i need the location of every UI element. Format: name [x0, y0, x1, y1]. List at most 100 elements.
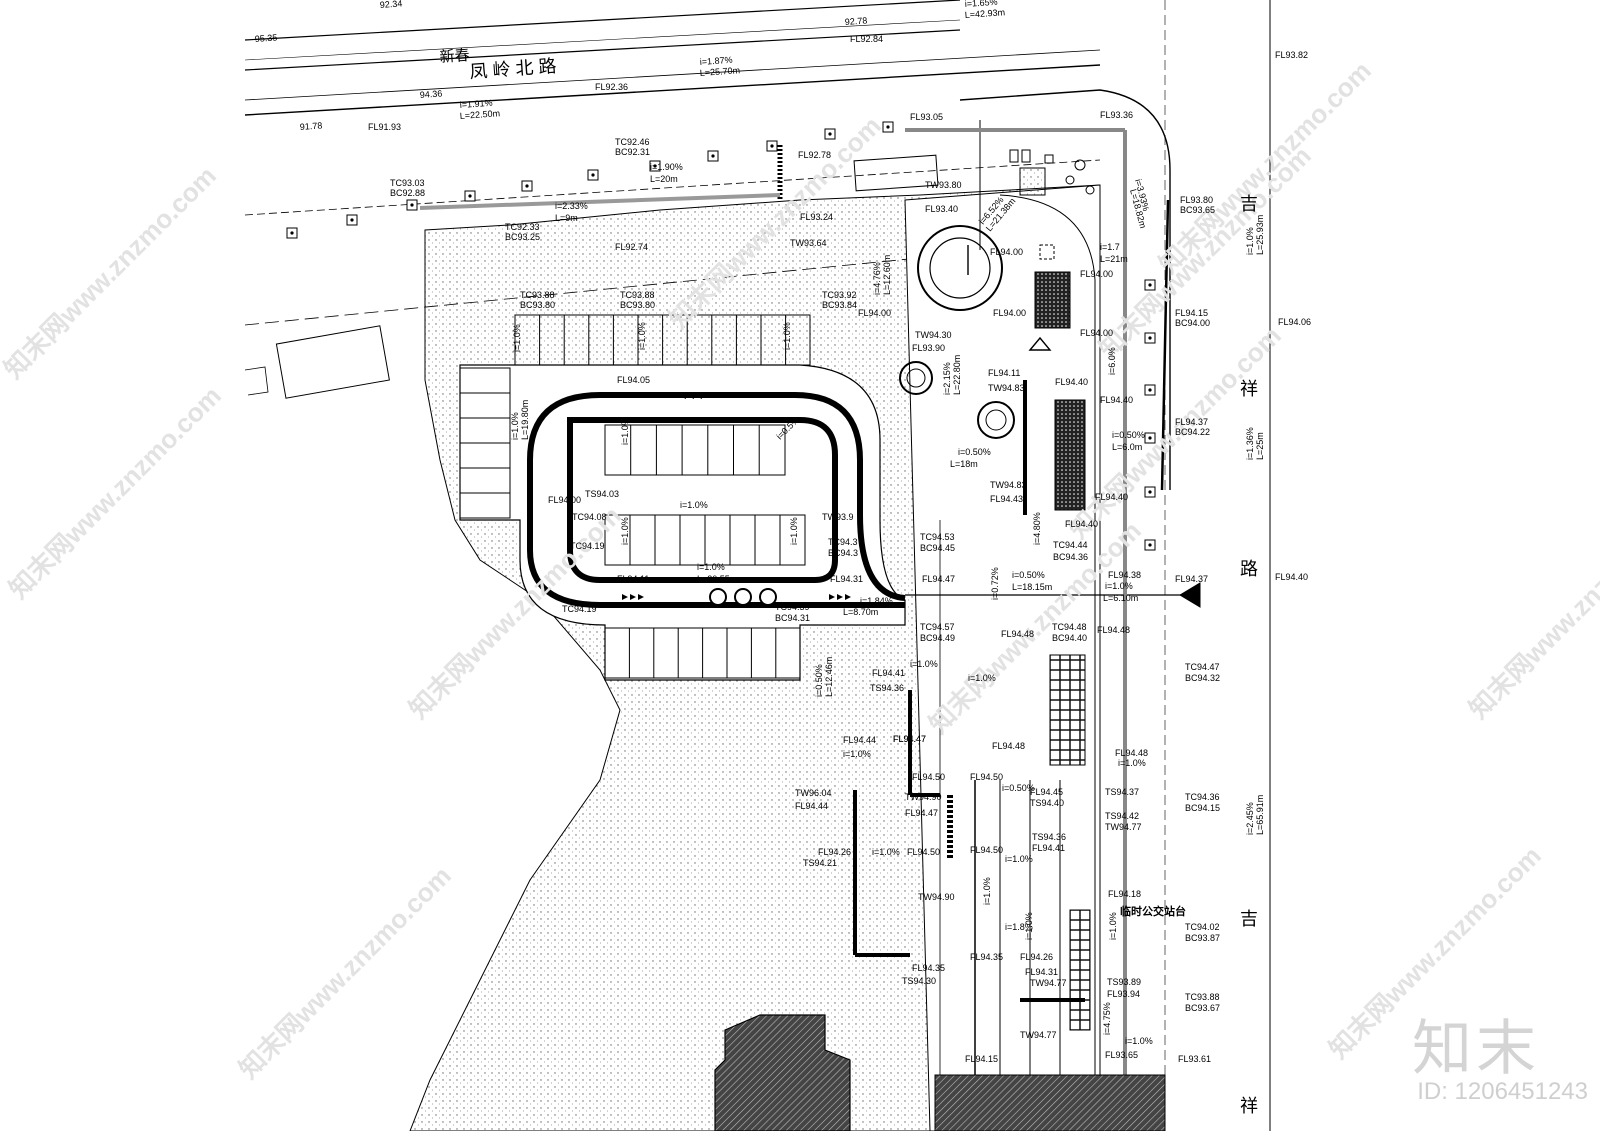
- level-label: FL94.48: [992, 741, 1025, 751]
- slope-label: i=1.0%: [910, 659, 938, 669]
- tree-marker-dot: [886, 125, 890, 129]
- level-label: TS93.89: [1107, 977, 1141, 987]
- slope-label: i=4.80%: [1032, 512, 1042, 545]
- level-label: BC94.40: [1052, 633, 1087, 643]
- level-label: FL94.00: [1080, 328, 1113, 338]
- level-label: FL94.31: [1025, 967, 1058, 977]
- tree-marker-dot: [770, 144, 774, 148]
- level-label: TW94.83: [990, 480, 1027, 490]
- slope-label: L=22.80m: [952, 355, 962, 395]
- east-road-char: 吉: [1240, 909, 1258, 929]
- level-label: 95.35: [254, 32, 277, 44]
- level-label: BC93.80: [620, 300, 655, 310]
- slope-labels: i=2.33%L=9mi=1.90%L=20mi=6.52%L=21.38mi=…: [510, 162, 1153, 1046]
- slope-label: L=12.46m: [824, 657, 834, 697]
- tree-markers: [286, 121, 1156, 551]
- level-label: FL94.26: [1020, 952, 1053, 962]
- level-label: FL94.37: [1175, 417, 1208, 427]
- east-road-char: 路: [1240, 559, 1258, 579]
- level-label: TC94.57: [920, 622, 955, 632]
- tree-marker-dot: [468, 194, 472, 198]
- slope-label: L=18m: [950, 459, 978, 469]
- tree-marker-dot: [828, 132, 832, 136]
- level-label: BC92.31: [615, 147, 650, 157]
- level-label: FL94.47: [893, 734, 926, 744]
- level-label: FL94.50: [907, 847, 940, 857]
- level-label: TS94.42: [1105, 811, 1139, 821]
- level-label: FL94.18: [1108, 889, 1141, 899]
- slope-label: i=1.7: [1100, 242, 1120, 252]
- slope-label: i=6.0%: [1107, 347, 1117, 375]
- watermark-text: 知末网www.znzmo.com: [233, 860, 457, 1084]
- slope-label: i=0.50%: [1002, 783, 1035, 793]
- bus-stop-label: 临时公交站台: [1120, 904, 1186, 918]
- road-slope-label: L=25.93m: [1255, 215, 1265, 255]
- level-label: TC94.3: [828, 537, 858, 547]
- level-label: TC94.47: [1185, 662, 1220, 672]
- tree-marker-dot: [1148, 543, 1152, 547]
- id-watermark: ID: 1206451243: [1417, 1078, 1588, 1105]
- slope-label: L=20.55m: [697, 574, 737, 584]
- road-slope-label: i=1.36%: [1245, 427, 1255, 460]
- level-label: TC94.39: [775, 602, 810, 612]
- east-road-name: 吉 祥 路 吉 祥: [1240, 194, 1258, 1116]
- slope-label: i=0.72%: [990, 567, 1000, 600]
- level-label: FL94.48: [1097, 625, 1130, 635]
- level-label: BC94.32: [1185, 673, 1220, 683]
- road-slope-label: L=25m: [1255, 432, 1265, 460]
- spot-level-labels: 92.3495.3592.7894.3691.78FL92.84FL92.36F…: [254, 0, 1311, 1064]
- tree-marker-dot: [350, 218, 354, 222]
- level-label: FL93.94: [1107, 989, 1140, 999]
- level-label: TC94.08: [572, 512, 607, 522]
- slope-label: i=0.50%: [1012, 570, 1045, 580]
- slope-label: i=4.76%: [872, 262, 882, 295]
- level-label: FL92.84: [850, 34, 883, 44]
- slope-label: i=1.90%: [650, 162, 683, 172]
- level-label: TW93.9: [822, 512, 854, 522]
- slope-label: i=1.0%: [872, 847, 900, 857]
- level-label: TC93.88: [1185, 992, 1220, 1002]
- slope-label: L=12.60m: [882, 255, 892, 295]
- slope-label: i=1.8%: [1005, 922, 1033, 932]
- north-road-name: 凤 岭 北 路: [469, 56, 557, 82]
- plaza-features: [419, 120, 1201, 1131]
- slope-label: i=1.0%: [1108, 912, 1118, 940]
- level-label: TC94.53: [920, 532, 955, 542]
- level-label: FL94.47: [905, 808, 938, 818]
- level-label: FL94.44: [795, 801, 828, 811]
- level-label: BC93.65: [1180, 205, 1215, 215]
- slope-label: i=1.0%: [1024, 912, 1034, 940]
- slope-label: i=1.0%: [512, 324, 522, 352]
- level-label: FL94.00: [548, 495, 581, 505]
- level-label: FL94.40: [1065, 519, 1098, 529]
- tree-marker-dot: [525, 184, 529, 188]
- level-label: FL92.78: [798, 150, 831, 160]
- level-label: FL93.36: [1100, 110, 1133, 120]
- level-label: FL93.24: [800, 212, 833, 222]
- level-label: TC93.88: [620, 290, 655, 300]
- watermark-text: 知末网www.znzmo.com: [0, 160, 222, 384]
- slope-label: L=6.0m: [1112, 442, 1142, 452]
- level-label: BC93.87: [1185, 933, 1220, 943]
- level-label: FL94.40: [1095, 492, 1128, 502]
- level-label: FL94.50: [912, 772, 945, 782]
- tree-marker-dot: [653, 164, 657, 168]
- level-label: FL91.93: [368, 122, 401, 132]
- level-label: BC92.88: [390, 188, 425, 198]
- level-label: TS94.36: [1032, 832, 1066, 842]
- level-label: BC94.36: [1053, 552, 1088, 562]
- level-label: BC94.45: [920, 543, 955, 553]
- level-label: FL94.06: [1278, 317, 1311, 327]
- level-label: BC94.49: [920, 633, 955, 643]
- tree-marker-dot: [1148, 490, 1152, 494]
- level-label: FL93.82: [1275, 50, 1308, 60]
- level-label: TS94.37: [1105, 787, 1139, 797]
- level-label: FL94.40: [1100, 395, 1133, 405]
- level-label: TW94.77: [1030, 978, 1067, 988]
- level-label: TC94.48: [1052, 622, 1087, 632]
- brand-watermark: 知末: [1412, 1014, 1540, 1084]
- level-label: FL94.40: [1275, 572, 1308, 582]
- slope-label: i=1.0%: [1005, 854, 1033, 864]
- level-label: TS94.03: [585, 489, 619, 499]
